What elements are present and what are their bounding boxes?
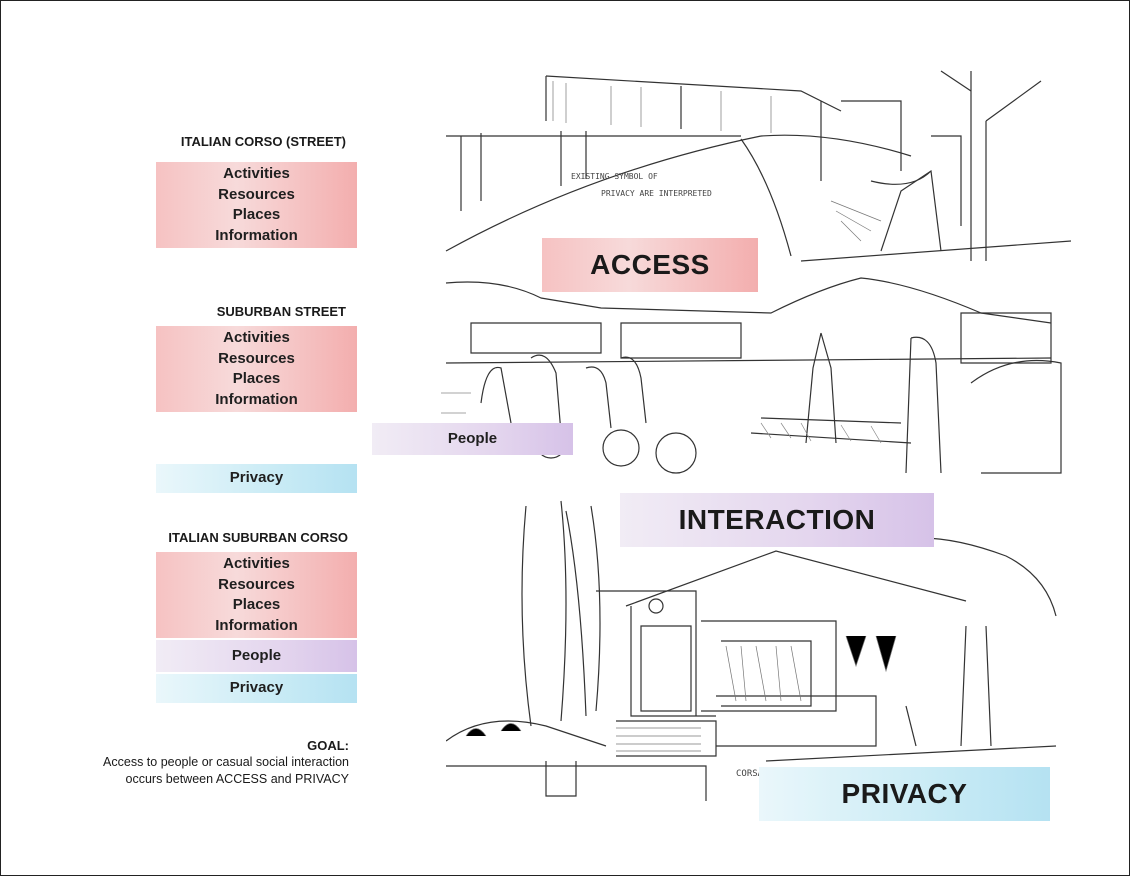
access-item: Resources xyxy=(218,575,295,596)
suburban-street-access-box: Activities Resources Places Information xyxy=(156,326,357,412)
privacy-label: Privacy xyxy=(230,468,283,489)
goal-line-2: occurs between ACCESS and PRIVACY xyxy=(103,771,349,788)
access-item: Activities xyxy=(223,328,290,349)
people-label: People xyxy=(232,646,281,667)
suburban-street-heading: SUBURBAN STREET xyxy=(217,304,346,319)
italian-suburban-corso-people-box: People xyxy=(156,640,357,672)
italian-suburban-corso-access-box: Activities Resources Places Information xyxy=(156,552,357,638)
access-item: Places xyxy=(233,595,281,616)
privacy-label-big: PRIVACY xyxy=(759,767,1050,821)
suburban-street-people-box: People xyxy=(372,423,573,455)
italian-street-sketch: EXISTING SYMBOL OF PRIVACY ARE INTERPRET… xyxy=(441,61,1071,266)
access-item: Activities xyxy=(223,164,290,185)
access-item: Information xyxy=(215,226,298,247)
italian-corso-access-box: Activities Resources Places Information xyxy=(156,162,357,248)
access-item: Resources xyxy=(218,349,295,370)
access-item: Activities xyxy=(223,554,290,575)
italian-suburban-corso-heading: ITALIAN SUBURBAN CORSO xyxy=(168,530,348,545)
italian-corso-heading: ITALIAN CORSO (STREET) xyxy=(181,134,346,149)
access-item: Information xyxy=(215,616,298,637)
access-item: Places xyxy=(233,205,281,226)
goal-line-1: Access to people or casual social intera… xyxy=(103,754,349,771)
interaction-label: INTERACTION xyxy=(620,493,934,547)
access-label: ACCESS xyxy=(542,238,758,292)
goal-title: GOAL: xyxy=(103,737,349,754)
italian-suburban-corso-privacy-box: Privacy xyxy=(156,674,357,703)
suburban-street-privacy-box: Privacy xyxy=(156,464,357,493)
people-label: People xyxy=(448,429,497,450)
access-item: Information xyxy=(215,390,298,411)
privacy-label: Privacy xyxy=(230,678,283,699)
goal-text: GOAL: Access to people or casual social … xyxy=(103,737,349,788)
access-item: Places xyxy=(233,369,281,390)
sketch-caption-1: EXISTING SYMBOL OF xyxy=(571,172,658,181)
sketch-caption-2: PRIVACY ARE INTERPRETED xyxy=(601,189,712,198)
access-item: Resources xyxy=(218,185,295,206)
